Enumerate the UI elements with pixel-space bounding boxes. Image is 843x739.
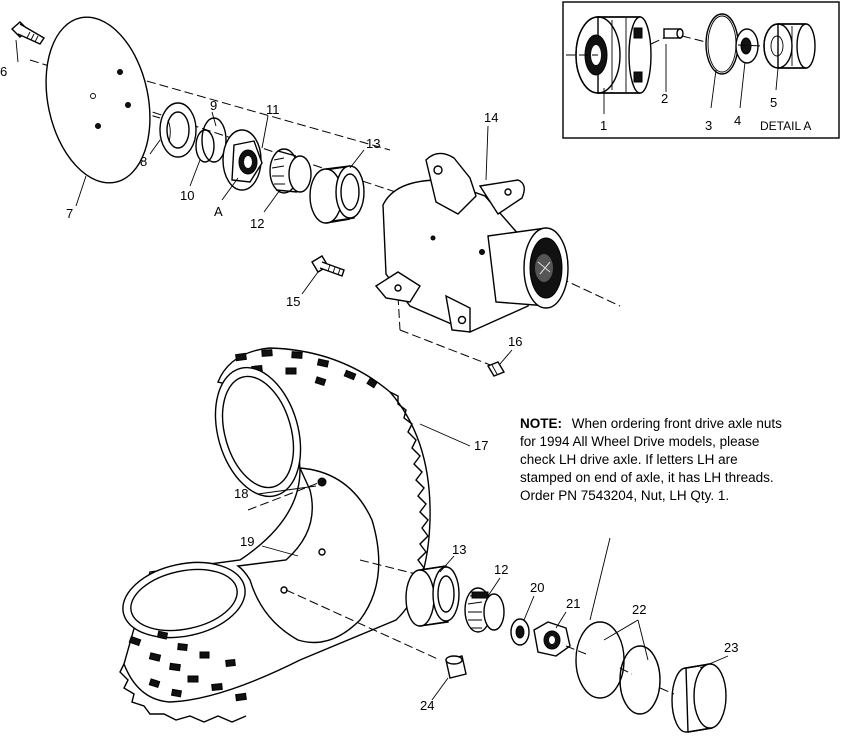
part-23-hub-cap (671, 663, 727, 733)
part-12-bearing-lower (464, 587, 505, 633)
callout-12-upper: 12 (250, 216, 264, 231)
callout-24: 24 (420, 698, 434, 713)
part-13-race-upper (309, 165, 365, 224)
detail-part-3-ring (705, 13, 739, 75)
callout-13-upper: 13 (366, 136, 380, 151)
note-label: NOTE: (520, 416, 562, 431)
part-6-bolt (10, 21, 45, 45)
part-12-bearing-upper (269, 148, 312, 194)
callout-8: 8 (140, 154, 147, 169)
detail-part-1-hub-assembly (575, 16, 652, 94)
detail-callout-2: 2 (661, 91, 668, 106)
detail-part-5-castle-nut (763, 23, 816, 69)
callout-17: 17 (474, 438, 488, 453)
callout-21: 21 (566, 596, 580, 611)
callout-13-lower: 13 (452, 542, 466, 557)
callout-6: 6 (0, 64, 7, 79)
part-8-seal (159, 102, 197, 158)
part-21-nut (533, 621, 571, 657)
part-20-washer (510, 618, 530, 646)
note-line-1: NOTE: When ordering front drive axle nut… (520, 416, 782, 431)
note-line-3: check LH drive axle. If letters LH are (520, 452, 738, 467)
part-13-race-lower (405, 565, 460, 627)
callout-labels: 6 7 8 9 10 A 11 12 13 14 15 16 17 18 19 … (0, 64, 738, 713)
callout-9: 9 (210, 98, 217, 113)
callout-22: 22 (632, 602, 646, 617)
detail-callout-1: 1 (600, 118, 607, 133)
detail-a-caption: DETAIL A (760, 119, 811, 133)
callout-16: 16 (508, 334, 522, 349)
detail-callout-3: 3 (705, 118, 712, 133)
part-10-ring (195, 129, 215, 163)
detail-a-frame (562, 1, 840, 139)
lower-axis-18 (247, 479, 327, 511)
callout-leaders (15, 39, 729, 701)
part-16-fitting (486, 361, 506, 377)
note-line-4: stamped on end of axle, it has LH thread… (520, 470, 774, 485)
lower-axis-end (565, 645, 587, 655)
callout-23: 23 (724, 640, 738, 655)
callout-10: 10 (180, 188, 194, 203)
detail-callout-4: 4 (734, 113, 741, 128)
detail-a-panel: 1 2 3 4 5 DETAIL A (562, 1, 840, 139)
detail-callout-5: 5 (770, 95, 777, 110)
part-24-valve (445, 655, 467, 679)
part-15-stud (311, 255, 345, 277)
lower-axis-24 (285, 589, 441, 661)
callout-11: 11 (266, 102, 280, 117)
part-11-hub-nut (222, 129, 263, 191)
ordering-note: NOTE: When ordering front drive axle nut… (520, 416, 782, 503)
callout-7: 7 (66, 206, 73, 221)
note-line-1-text: When ordering front drive axle nuts (572, 416, 782, 431)
callout-12-lower: 12 (494, 562, 508, 577)
callout-20: 20 (530, 580, 544, 595)
part-22-ring-a (575, 621, 625, 699)
part-17-tire (119, 347, 431, 723)
note-line-5: Order PN 7543204, Nut, LH Qty. 1. (520, 488, 729, 503)
part-22-ring-b (619, 645, 661, 715)
callout-14: 14 (484, 110, 498, 125)
note-line-2: for 1994 All Wheel Drive models, please (520, 434, 759, 449)
callout-A: A (214, 204, 223, 219)
callout-18: 18 (234, 486, 248, 501)
part-14-hub-knuckle (374, 152, 569, 333)
lower-axis-main (359, 559, 417, 575)
part-7-brake-disc (45, 16, 151, 184)
detail-part-2-cotter-pin (663, 28, 684, 39)
callout-19: 19 (240, 534, 254, 549)
callout-15: 15 (286, 294, 300, 309)
